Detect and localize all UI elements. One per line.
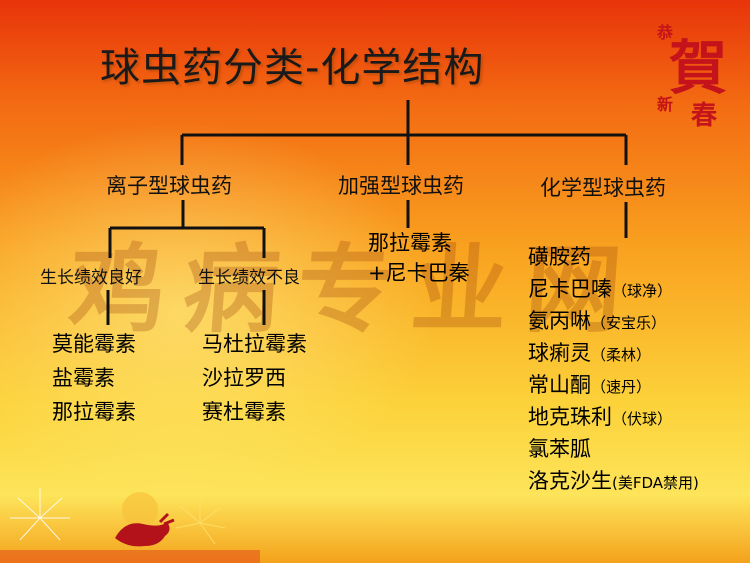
svg-text:賀: 賀 (669, 34, 727, 102)
svg-text:新: 新 (657, 95, 673, 114)
enhanced-drug-list: 那拉霉素 +尼卡巴秦 (368, 228, 470, 288)
list-item: +尼卡巴秦 (368, 261, 470, 285)
ox-fireworks-decoration (0, 488, 260, 563)
list-item: 那拉霉素 (368, 231, 452, 255)
background-glow (0, 120, 440, 500)
list-item: 常山酮（速丹） (528, 373, 652, 397)
list-item: 那拉霉素 (52, 400, 136, 424)
svg-text:恭: 恭 (656, 23, 674, 42)
list-item: 盐霉素 (52, 366, 115, 390)
list-item: 氯苯胍 (528, 437, 591, 461)
list-item: 尼卡巴嗪（球净） (528, 277, 673, 301)
chemical-drug-list: 磺胺药 尼卡巴嗪（球净） 氨丙啉（安宝乐） 球痢灵（柔林） 常山酮（速丹） 地克… (528, 242, 699, 498)
group-growth-good: 生长绩效良好 (40, 268, 142, 288)
list-item: 莫能霉素 (52, 332, 136, 356)
slide-title: 球虫药分类-化学结构 (100, 45, 485, 91)
list-item: 地克珠利（伏球） (528, 405, 673, 429)
category-ionic: 离子型球虫药 (106, 174, 232, 198)
greeting-calligraphy-logo: 恭 賀 新 春 (656, 23, 727, 130)
svg-text:春: 春 (691, 101, 717, 130)
list-item: 氨丙啉（安宝乐） (528, 309, 667, 333)
good-drug-list: 莫能霉素 盐霉素 那拉霉素 (52, 327, 136, 429)
list-item: 球痢灵（柔林） (528, 341, 652, 365)
group-growth-poor: 生长绩效不良 (198, 268, 300, 288)
list-item: 沙拉罗西 (202, 366, 286, 390)
poor-drug-list: 马杜拉霉素 沙拉罗西 赛杜霉素 (202, 327, 307, 429)
list-item: 赛杜霉素 (202, 400, 286, 424)
list-item: 洛克沙生(美FDA禁用) (528, 469, 699, 493)
category-chemical: 化学型球虫药 (540, 176, 666, 200)
list-item: 磺胺药 (528, 245, 591, 269)
list-item: 马杜拉霉素 (202, 332, 307, 356)
category-enhanced: 加强型球虫药 (338, 174, 464, 198)
